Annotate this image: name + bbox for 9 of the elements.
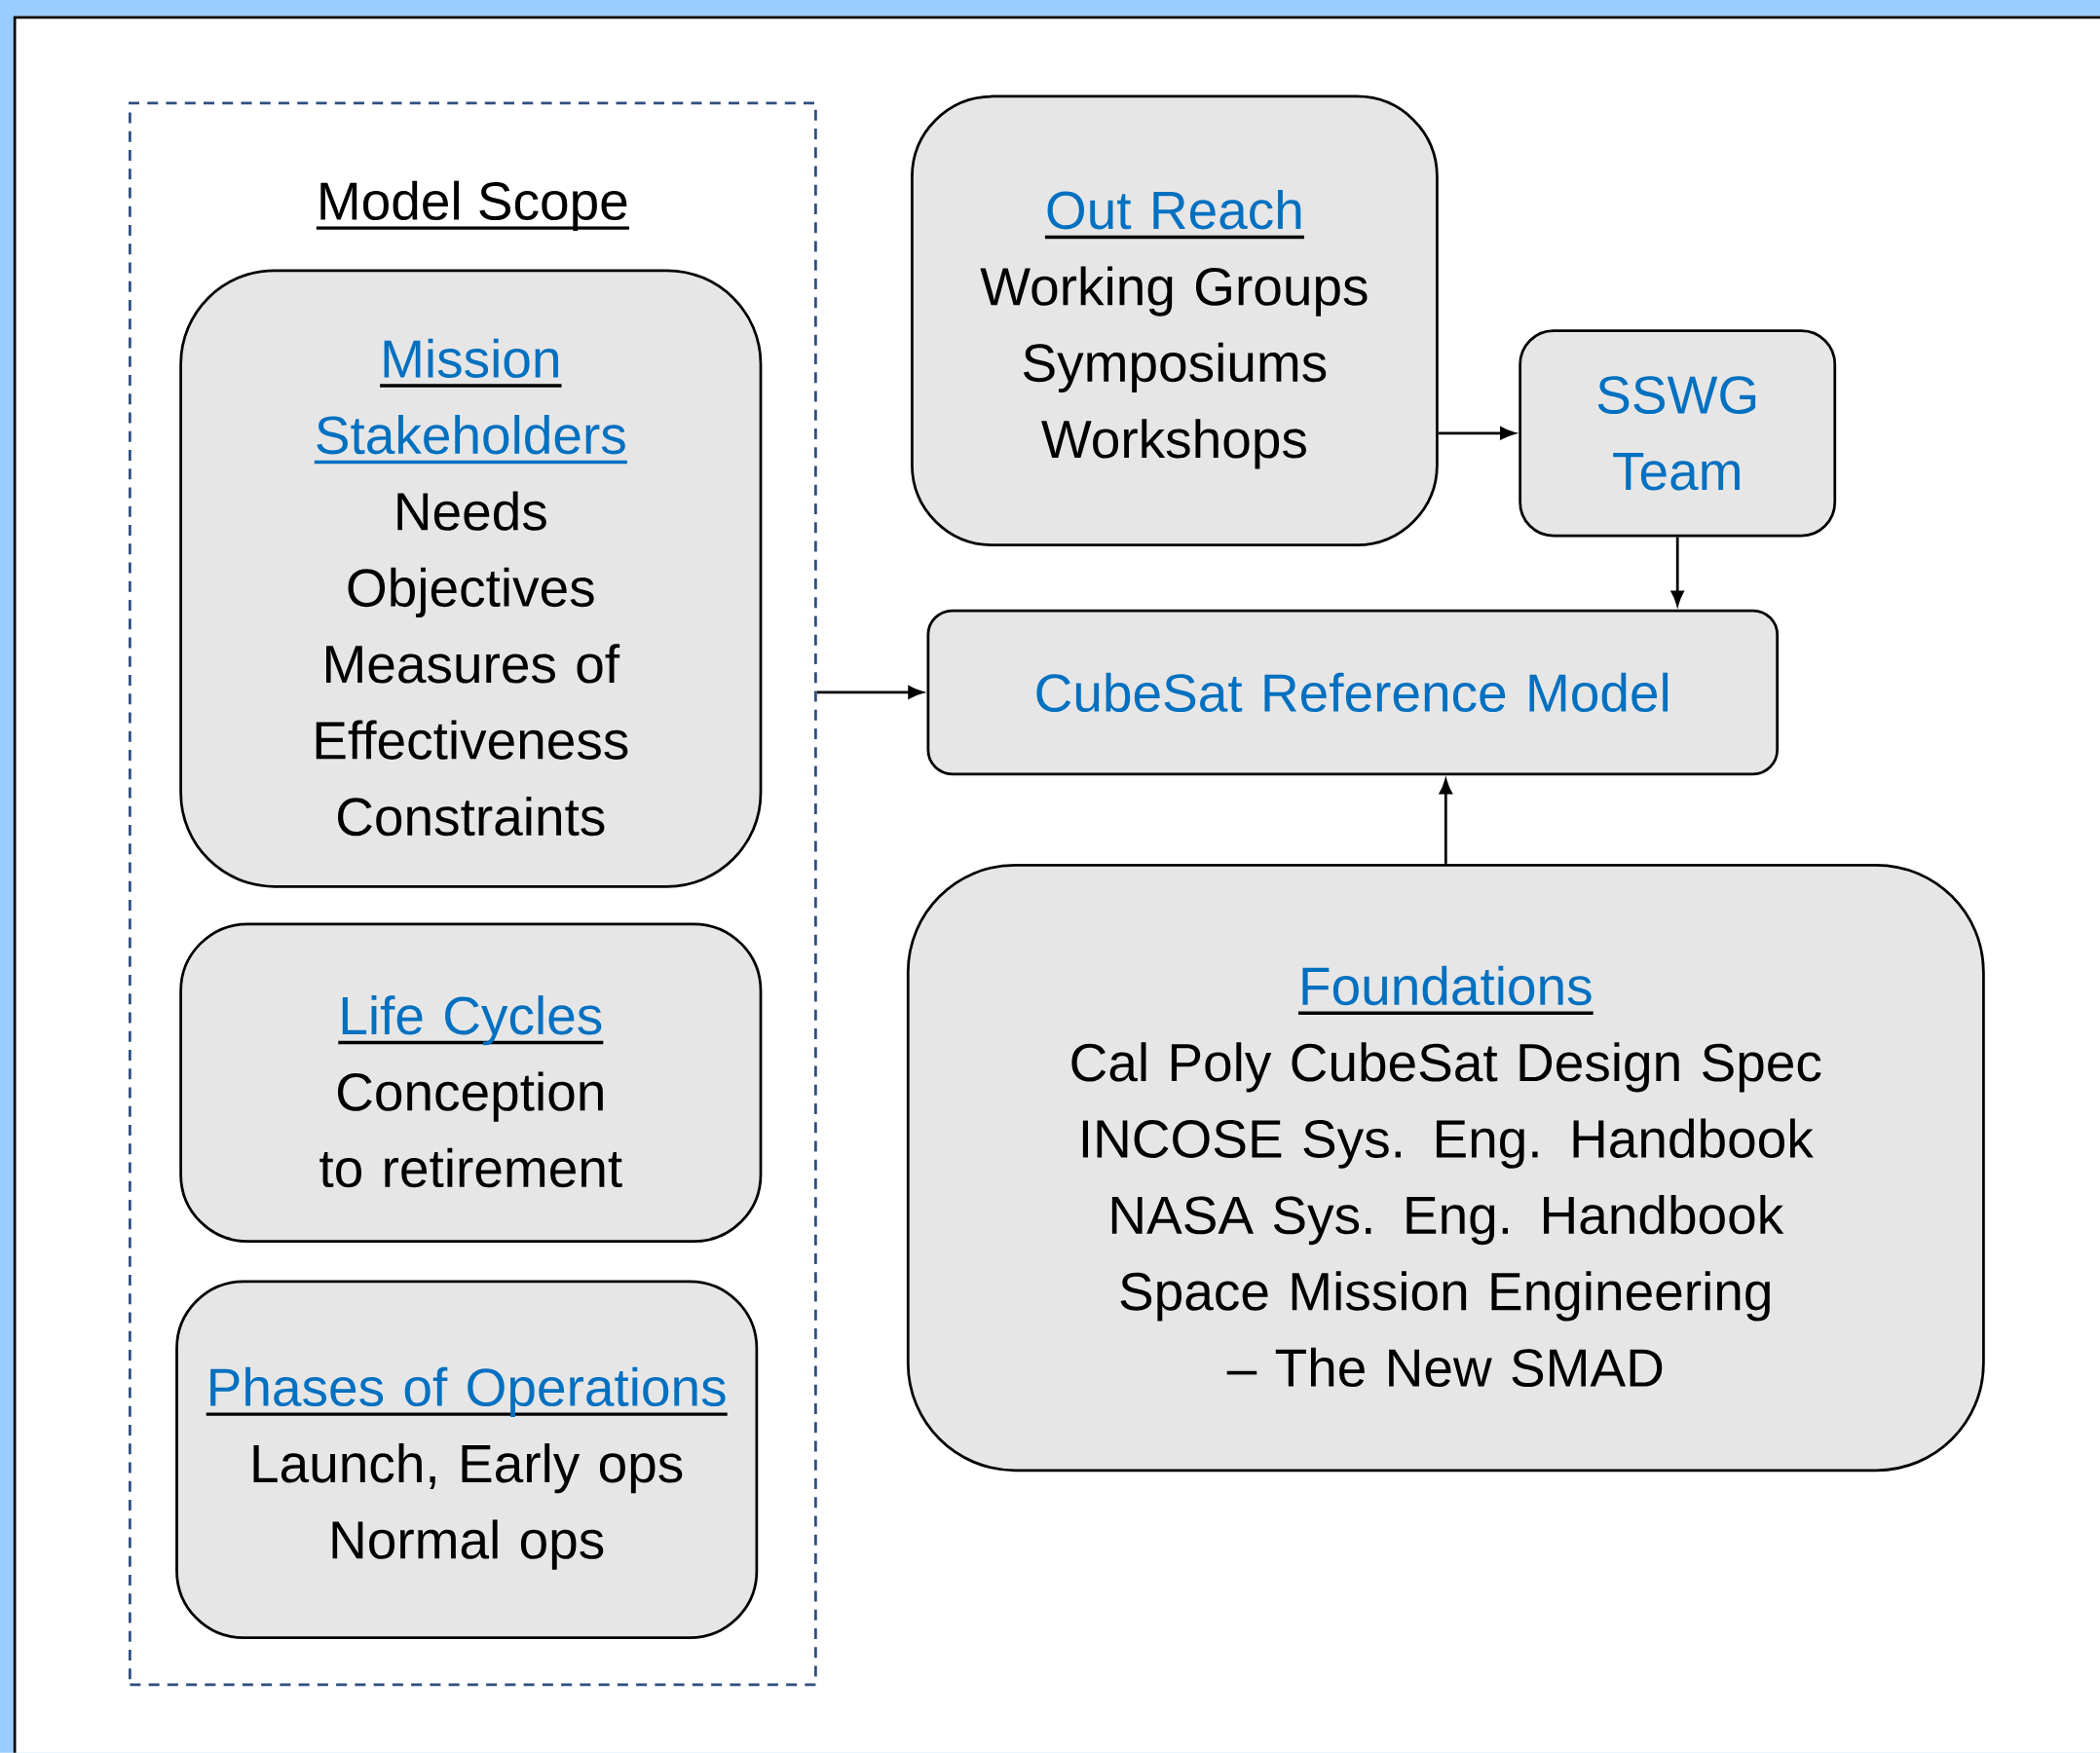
rounded-box: Life Cycles Conception to retirement: [179, 922, 763, 1244]
arrow: [1500, 427, 1516, 440]
rounded-box: Mission Stakeholders Needs Objectives Measures of Effectiveness Constraints: [179, 269, 763, 888]
rounded-box: SSWG Team: [1519, 329, 1837, 538]
rounded-box: Phases of Operations Launch, Early ops Normal ops: [175, 1280, 759, 1640]
rounded-box: Out Reach Working Groups Symposiums Workshops: [911, 94, 1439, 547]
rounded-box: Foundations Cal Poly CubeSat Design Spec INCOSE Sys. Eng. Handbook NASA Sys. Eng. Handbook Space Mission Engineering – The New SMAD: [906, 863, 1985, 1473]
rounded-box: CubeSat Reference Model: [926, 609, 1780, 776]
arrow: [908, 686, 923, 699]
